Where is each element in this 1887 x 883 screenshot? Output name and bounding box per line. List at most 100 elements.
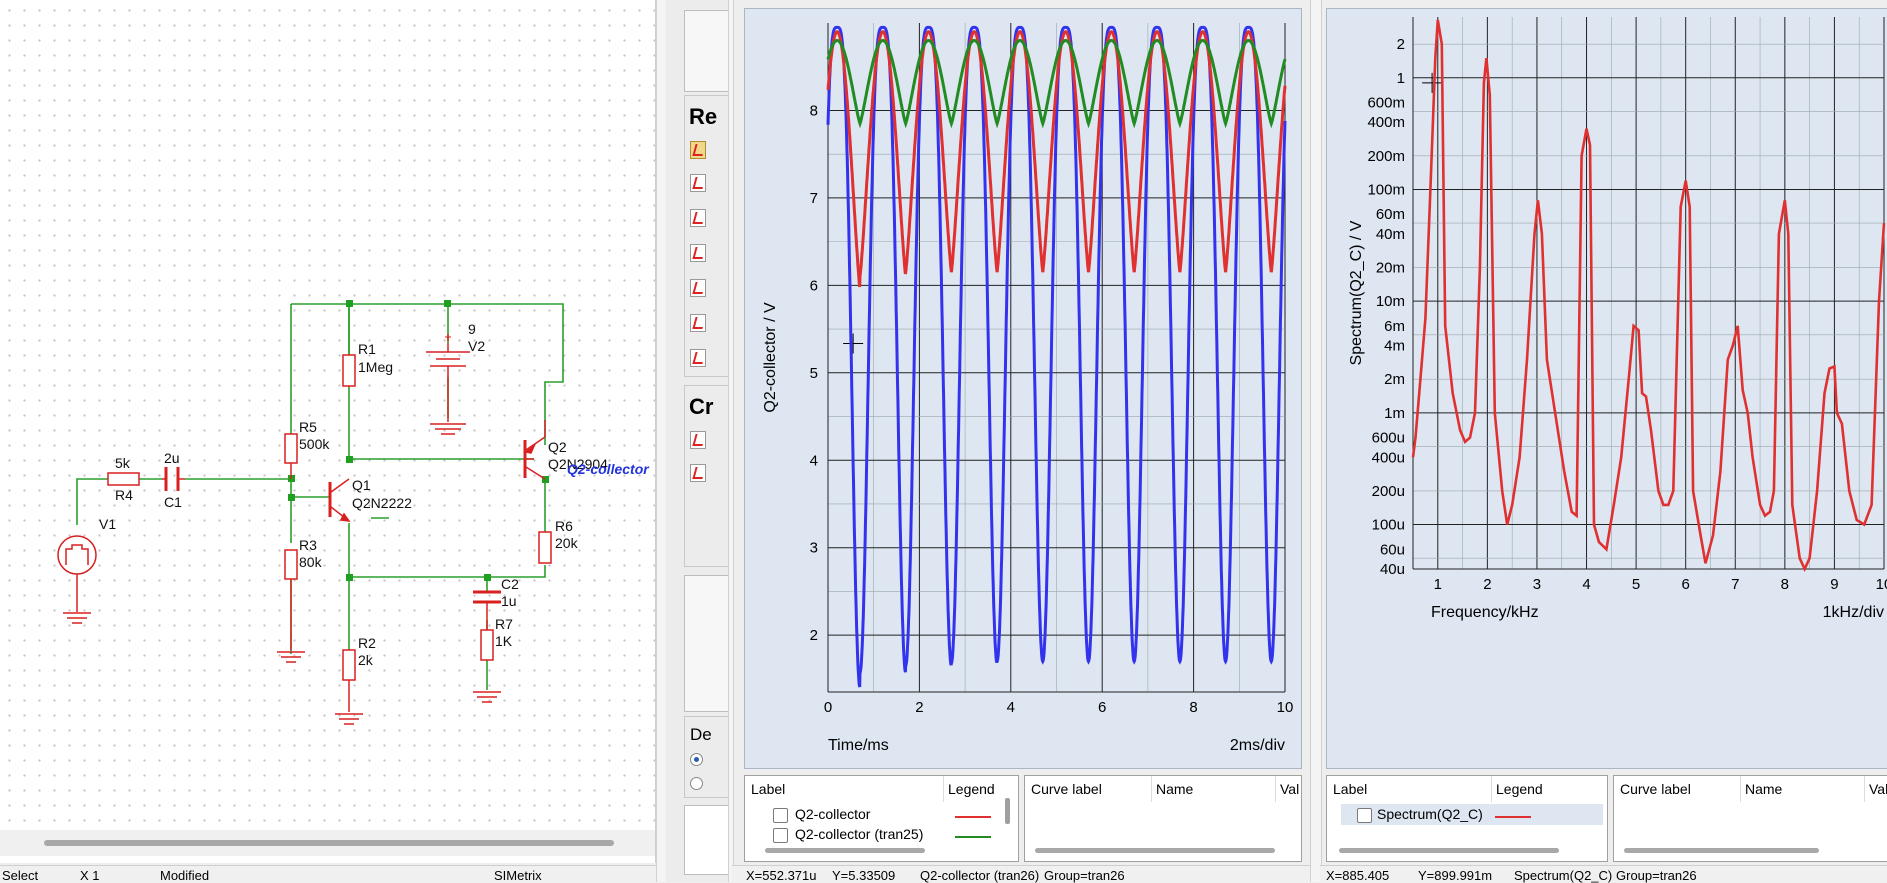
graph-icon[interactable]	[690, 349, 706, 367]
name-header: Name	[1151, 776, 1193, 802]
y-tick-label: 6m	[1384, 318, 1405, 335]
folder-icon[interactable]	[690, 141, 706, 159]
graph-icon[interactable]	[690, 464, 706, 482]
radio-option-2[interactable]	[690, 777, 703, 790]
label-c1-value: 2u	[164, 450, 180, 466]
label-r5-value: 500k	[299, 436, 330, 452]
spectrum-plot[interactable]: 40u60u100u200u400u600u1m2m4m6m10m20m40m6…	[1327, 9, 1887, 768]
y-tick-label: 2	[1397, 36, 1405, 53]
graph-icon[interactable]	[690, 314, 706, 332]
y-tick-label: 8	[810, 102, 818, 119]
label-q1-name: Q1	[352, 477, 371, 493]
resistor-r5	[284, 433, 298, 464]
label-r2-name: R2	[358, 635, 376, 651]
graph-icon[interactable]	[690, 244, 706, 262]
legend-item-label: Spectrum(Q2_C)	[1377, 806, 1483, 822]
y-tick-label: 4m	[1384, 338, 1405, 355]
spectrum-plot-legend: Label Legend Spectrum(Q2_C)	[1326, 775, 1608, 862]
spectrum-curve-0	[1411, 19, 1886, 573]
x-tick-label: 0	[824, 699, 832, 716]
side-panel: Re Cr De	[666, 0, 730, 882]
label-v2-value: 9	[468, 321, 476, 337]
resistor-r4	[107, 472, 140, 486]
y-tick-label: 1m	[1384, 405, 1405, 422]
x-tick-label: 8	[1189, 699, 1197, 716]
label-c2-value: 1u	[501, 593, 517, 609]
legend-hscrollbar[interactable]	[1339, 848, 1559, 853]
capacitor-c1	[164, 467, 180, 491]
label-q2-model: Q2N2904	[548, 456, 608, 472]
label-v1-name: V1	[99, 516, 116, 532]
resistor-r1	[342, 354, 356, 387]
legend-legend-header: Legend	[943, 776, 995, 802]
x-scale-label: 1kHz/div	[1823, 604, 1884, 621]
y-tick-label: 60m	[1376, 206, 1405, 223]
y-tick-label: 100m	[1367, 181, 1405, 198]
spectrum-plot-curves-panel: Curve label Name Val	[1613, 775, 1887, 862]
legend-scrollbar[interactable]	[1005, 798, 1010, 824]
y-tick-label: 200u	[1372, 483, 1405, 500]
side-panel-heading-1: Re	[689, 104, 718, 129]
legend-label-header: Label	[1333, 781, 1368, 797]
legend-checkbox[interactable]	[1357, 808, 1372, 823]
side-panel-heading-2: Cr	[689, 394, 714, 419]
resistor-r3	[284, 549, 298, 580]
y-axis-label: Q2-collector / V	[762, 302, 779, 413]
graph-icon[interactable]	[690, 209, 706, 227]
schematic-canvas[interactable]: 5k R4 2u C1 V1 R5 500k R3 80k R1 1Meg 9 …	[0, 0, 655, 840]
graph-icon[interactable]	[690, 174, 706, 192]
x-axis-label: Frequency/kHz	[1431, 604, 1539, 621]
status-mode: Select	[2, 868, 39, 883]
time-plot-curves-panel: Curve label Name Val	[1024, 775, 1302, 862]
status-group: Group=tran26	[1616, 868, 1697, 883]
spectrum-plot-statusbar: X=885.405 Y=899.991m Spectrum(Q2_C) Grou…	[1320, 865, 1887, 883]
legend-swatch	[955, 836, 991, 838]
time-plot-statusbar: X=552.371u Y=5.33509 Q2-collector (tran2…	[732, 865, 1310, 883]
side-panel-heading-3: De	[690, 725, 712, 744]
status-state: Modified	[160, 868, 210, 883]
legend-checkbox[interactable]	[773, 808, 788, 823]
side-panel-toolbar[interactable]	[684, 10, 729, 92]
y-tick-label: 3	[810, 540, 818, 557]
plot-splitter[interactable]	[1310, 0, 1322, 882]
y-tick-label: 100u	[1372, 517, 1405, 534]
status-y: Y=5.33509	[832, 868, 896, 883]
schematic-horizontal-scrollbar[interactable]	[0, 830, 655, 856]
legend-legend-header: Legend	[1491, 776, 1543, 802]
curves-hscrollbar[interactable]	[1624, 848, 1819, 853]
status-y: Y=899.991m	[1418, 868, 1493, 883]
value-header: Val	[1275, 776, 1299, 802]
schematic-editor[interactable]: 5k R4 2u C1 V1 R5 500k R3 80k R1 1Meg 9 …	[0, 0, 656, 863]
label-r6-name: R6	[555, 518, 573, 534]
label-r1-value: 1Meg	[358, 359, 393, 375]
scrollbar-thumb[interactable]	[44, 840, 614, 846]
legend-swatch	[955, 816, 991, 818]
label-c2-name: C2	[501, 576, 519, 592]
y-tick-label: 20m	[1376, 260, 1405, 277]
label-v2-name: V2	[468, 338, 485, 354]
legend-checkbox[interactable]	[773, 828, 788, 843]
battery-v2	[426, 334, 470, 435]
label-r3-name: R3	[299, 537, 317, 553]
legend-hscrollbar[interactable]	[765, 848, 925, 853]
side-panel-blank-area	[684, 575, 729, 712]
legend-item-label: Q2-collector (tran25)	[795, 826, 924, 842]
x-tick-label: 6	[1682, 576, 1690, 593]
voltage-source-v1	[57, 535, 97, 624]
y-tick-label: 2m	[1384, 371, 1405, 388]
curves-hscrollbar[interactable]	[1035, 848, 1275, 853]
schematic-statusbar: Select X 1 Modified SIMetrix	[0, 865, 656, 883]
status-x: X=552.371u	[746, 868, 817, 883]
x-tick-label: 5	[1632, 576, 1640, 593]
radio-option-1[interactable]	[690, 753, 703, 766]
side-panel-splitter[interactable]	[728, 0, 734, 882]
graph-icon[interactable]	[690, 431, 706, 449]
x-tick-label: 10	[1277, 699, 1294, 716]
transistor-q1	[328, 478, 389, 522]
graph-icon[interactable]	[690, 279, 706, 297]
plot-area	[1413, 17, 1884, 569]
y-tick-label: 40m	[1376, 226, 1405, 243]
